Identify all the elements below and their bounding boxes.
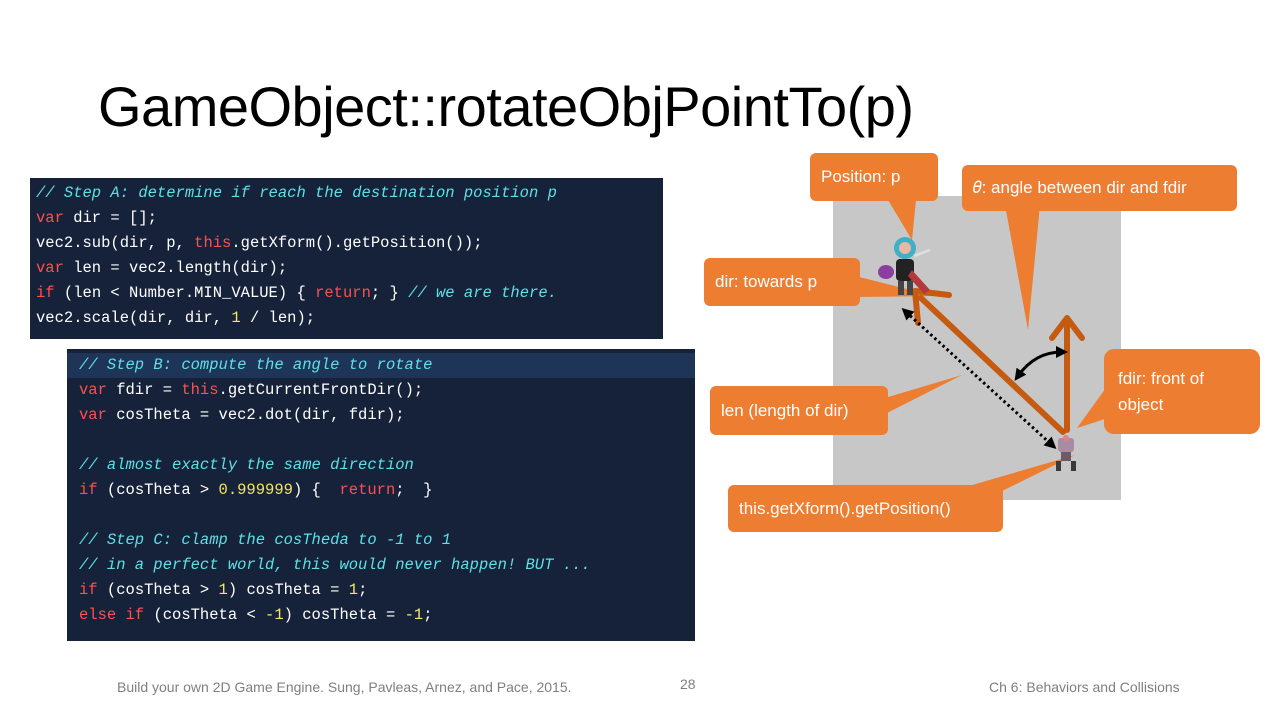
code-line: vec2.scale(dir, dir, 1 / len); [30,306,663,331]
robot-object-icon [1056,435,1076,471]
callout-position-p: Position: p [810,153,938,201]
code-token: ) cosTheta = [227,581,349,599]
code-token: else if [79,606,145,624]
callout-label: 𝜃: angle between dir and fdir [973,178,1187,197]
code-token: ; [423,606,433,624]
code-token: -1 [404,606,424,624]
hero-character-icon [878,237,931,295]
code-token: if [36,284,55,302]
code-line: var cosTheta = vec2.dot(dir, fdir); [67,403,695,428]
code-token: (len < Number.MIN_VALUE) { [54,284,316,302]
code-token: (cosTheta > [97,481,219,499]
callout-theta-angle: 𝜃: angle between dir and fdir [962,165,1237,211]
fdir-arrow [1049,315,1085,433]
code-token: ) { [292,481,340,499]
code-block-step-b-c: // Step B: compute the angle to rotate va… [67,349,695,641]
code-token: this [181,381,219,399]
callout-dir: dir: towards p [704,258,860,306]
code-token: ; } [395,481,433,499]
code-token: cosTheta = vec2.dot(dir, fdir); [106,406,405,424]
callout-pointer-len [885,375,962,414]
code-token: // in a perfect world, this would never … [79,556,591,574]
code-token: var [79,406,107,424]
code-block-step-a: // Step A: determine if reach the destin… [30,178,663,339]
dir-arrow [912,288,1066,435]
code-token: fdir = [106,381,182,399]
code-line: // Step C: clamp the cosTheda to -1 to 1 [67,528,695,553]
code-token: var [36,209,64,227]
footer-page-number: 28 [680,676,696,692]
code-line: var len = vec2.length(dir); [30,256,663,281]
code-token: var [36,259,64,277]
len-dotted-arrow [901,307,1057,450]
code-line: // almost exactly the same direction [67,453,695,478]
footer-chapter: Ch 6: Behaviors and Collisions [989,679,1180,695]
code-token: 1 [348,581,359,599]
code-token: // almost exactly the same direction [79,456,414,474]
code-token: vec2.sub(dir, p, [36,234,195,252]
code-line: else if (cosTheta < -1) cosTheta = -1; [67,603,695,628]
code-token: ; [358,581,368,599]
code-token: // Step B: compute the angle to rotate [79,356,433,374]
code-line: if (cosTheta > 1) cosTheta = 1; [67,578,695,603]
code-token: .getXform().getPosition()); [231,234,483,252]
code-line: // Step A: determine if reach the destin… [30,181,663,206]
callout-pointer-position [888,200,916,240]
code-token: dir = []; [63,209,157,227]
callout-len: len (length of dir) [710,386,888,435]
code-token: .getCurrentFrontDir(); [218,381,424,399]
code-token: 0.999999 [218,481,293,499]
code-token: -1 [265,606,284,624]
code-token: var [79,381,107,399]
theta-angle-arc [1014,346,1068,381]
code-token: vec2.scale(dir, dir, [36,309,232,327]
code-line: vec2.sub(dir, p, this.getXform().getPosi… [30,231,663,256]
callout-fdir: fdir: front of object [1104,349,1260,434]
code-token: 1 [218,581,228,599]
code-token: if [79,581,98,599]
code-token: ; } [370,284,409,302]
callout-get-position: this.getXform().getPosition() [728,485,1003,532]
code-token: if [79,481,98,499]
code-token: // Step C: clamp the cosTheda to -1 to 1 [79,531,452,549]
code-token: / len); [240,309,316,327]
callout-label: dir: towards p [715,272,818,291]
code-token: return [315,284,371,302]
code-line: if (len < Number.MIN_VALUE) { return; } … [30,281,663,306]
code-line: var dir = []; [30,206,663,231]
code-token: // Step A: determine if reach the destin… [36,184,557,202]
code-token: len = vec2.length(dir); [63,259,288,277]
code-line: if (cosTheta > 0.999999) { return; } [67,478,695,503]
slide-title: GameObject::rotateObjPointTo(p) [98,75,914,138]
callout-label: Position: p [821,167,901,186]
callout-label: fdir: front of object [1118,369,1204,414]
code-token: this [194,234,232,252]
code-token: return [339,481,396,499]
callout-label: this.getXform().getPosition() [739,498,951,518]
code-line: var fdir = this.getCurrentFrontDir(); [67,378,695,403]
callout-pointer-fdir [1077,385,1108,428]
code-line: // in a perfect world, this would never … [67,553,695,578]
code-line: // Step B: compute the angle to rotate [67,353,695,378]
footer-citation: Build your own 2D Game Engine. Sung, Pav… [117,679,572,695]
code-token: (cosTheta > [97,581,219,599]
code-token: (cosTheta < [144,606,266,624]
callout-label: len (length of dir) [721,400,849,420]
code-token: ) cosTheta = [283,606,405,624]
code-token: // we are there. [408,284,557,302]
callout-pointer-theta [1005,205,1040,330]
callout-pointer-getpos [962,455,1075,492]
code-token: 1 [231,309,241,327]
